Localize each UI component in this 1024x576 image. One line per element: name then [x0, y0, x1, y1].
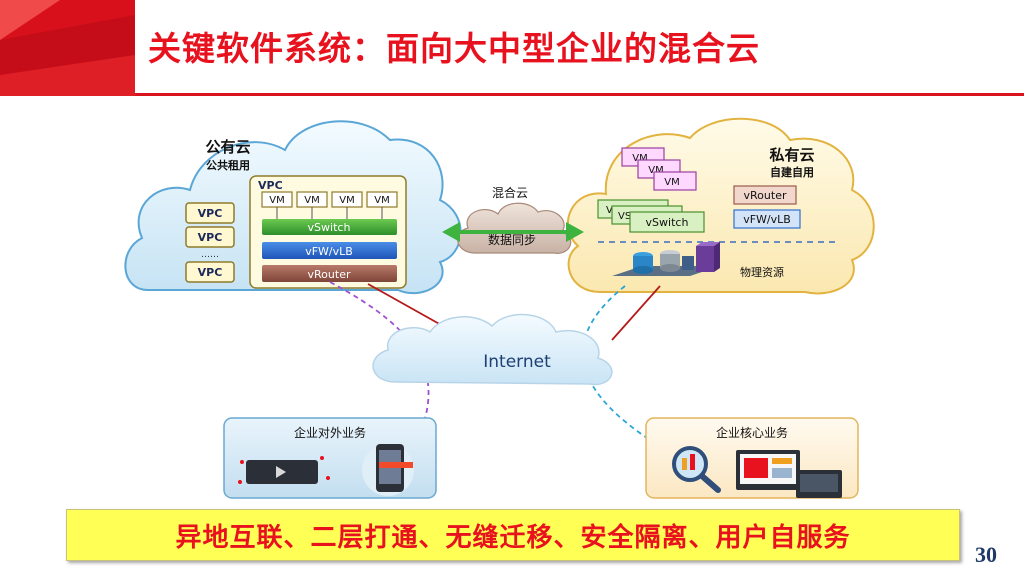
public-vswitch-bar	[262, 219, 397, 235]
public-vrouter-bar	[262, 265, 397, 282]
vpc-list-label-3: VPC	[198, 266, 223, 279]
data-sync-label: 数据同步	[488, 232, 536, 247]
public-cloud-subtitle: 公共租用	[206, 158, 250, 172]
page-number: 30	[975, 542, 997, 567]
private-vm-3	[653, 171, 697, 191]
private-vrouter-label: vRouter	[744, 189, 787, 202]
private-vswitch-label: vSwitch	[646, 216, 689, 229]
vm-label-1: VM	[269, 195, 284, 206]
vm-label-3: VM	[339, 195, 354, 206]
vm-label-2: VM	[304, 195, 319, 206]
sync-arrow-right	[566, 222, 584, 242]
physical-resources-label: 物理资源	[740, 265, 784, 279]
external-business-box: 企业对外业务	[223, 417, 437, 499]
vpc-list-item-2	[185, 226, 235, 248]
internet-label: Internet	[483, 352, 551, 372]
vpc-list-ellipsis: ……	[201, 250, 219, 260]
private-cloud-subtitle: 自建自用	[770, 165, 814, 179]
header-divider	[135, 93, 1024, 96]
public-vfw-label: vFW/vLB	[305, 245, 353, 258]
vm-label-4: VM	[374, 195, 389, 206]
public-cloud: 公有云 公共租用 VPC VPC …… VPC VPC VM VM VM VM …	[124, 120, 462, 295]
header-stripe-graphic	[0, 0, 135, 96]
vpc-list-label-2: VPC	[198, 231, 223, 244]
hybrid-link: 混合云 数据同步	[442, 185, 584, 254]
private-vrouter	[733, 185, 797, 205]
private-vm-label-1: VM	[632, 153, 647, 164]
public-vfw-bar	[262, 242, 397, 259]
private-cloud-title: 私有云	[768, 146, 814, 164]
private-cloud: 私有云 自建自用 VM VM VM VS VS vSwitch vRouter …	[567, 117, 875, 295]
core-business-label: 企业核心业务	[716, 425, 788, 440]
hybrid-cloud-label: 混合云	[492, 185, 528, 200]
external-business-label: 企业对外业务	[294, 425, 366, 440]
public-cloud-title: 公有云	[205, 138, 250, 156]
link-private-internet	[611, 285, 661, 341]
private-vswitch	[629, 211, 705, 233]
vpc-list-item-1	[185, 202, 235, 224]
core-business-box: 企业核心业务	[645, 417, 859, 499]
private-vm-label-3: VM	[664, 177, 679, 188]
physical-resources-icon	[612, 242, 720, 276]
video-player-icon	[238, 456, 330, 484]
vpc-list-label-1: VPC	[198, 207, 223, 220]
vpc-list-item-3	[185, 261, 235, 283]
private-vfw-label: vFW/vLB	[743, 213, 791, 226]
smartphone-icon	[362, 444, 414, 496]
public-vrouter-label: vRouter	[308, 268, 351, 281]
private-vm-label-2: VM	[648, 165, 663, 176]
feature-banner: 异地互联、二层打通、无缝迁移、安全隔离、用户自服务	[66, 509, 960, 561]
vpc-detail-label: VPC	[258, 179, 283, 192]
private-vswitch-back-label-1: VS	[618, 211, 631, 222]
page-title: 关键软件系统：面向大中型企业的混合云	[148, 29, 760, 68]
magnifier-icon	[672, 446, 721, 493]
sync-arrow-left	[442, 222, 460, 242]
computer-monitor-icon	[736, 450, 842, 498]
internet-cloud: Internet	[372, 313, 613, 386]
private-vfw	[733, 209, 801, 229]
public-vswitch-label: vSwitch	[308, 221, 351, 234]
